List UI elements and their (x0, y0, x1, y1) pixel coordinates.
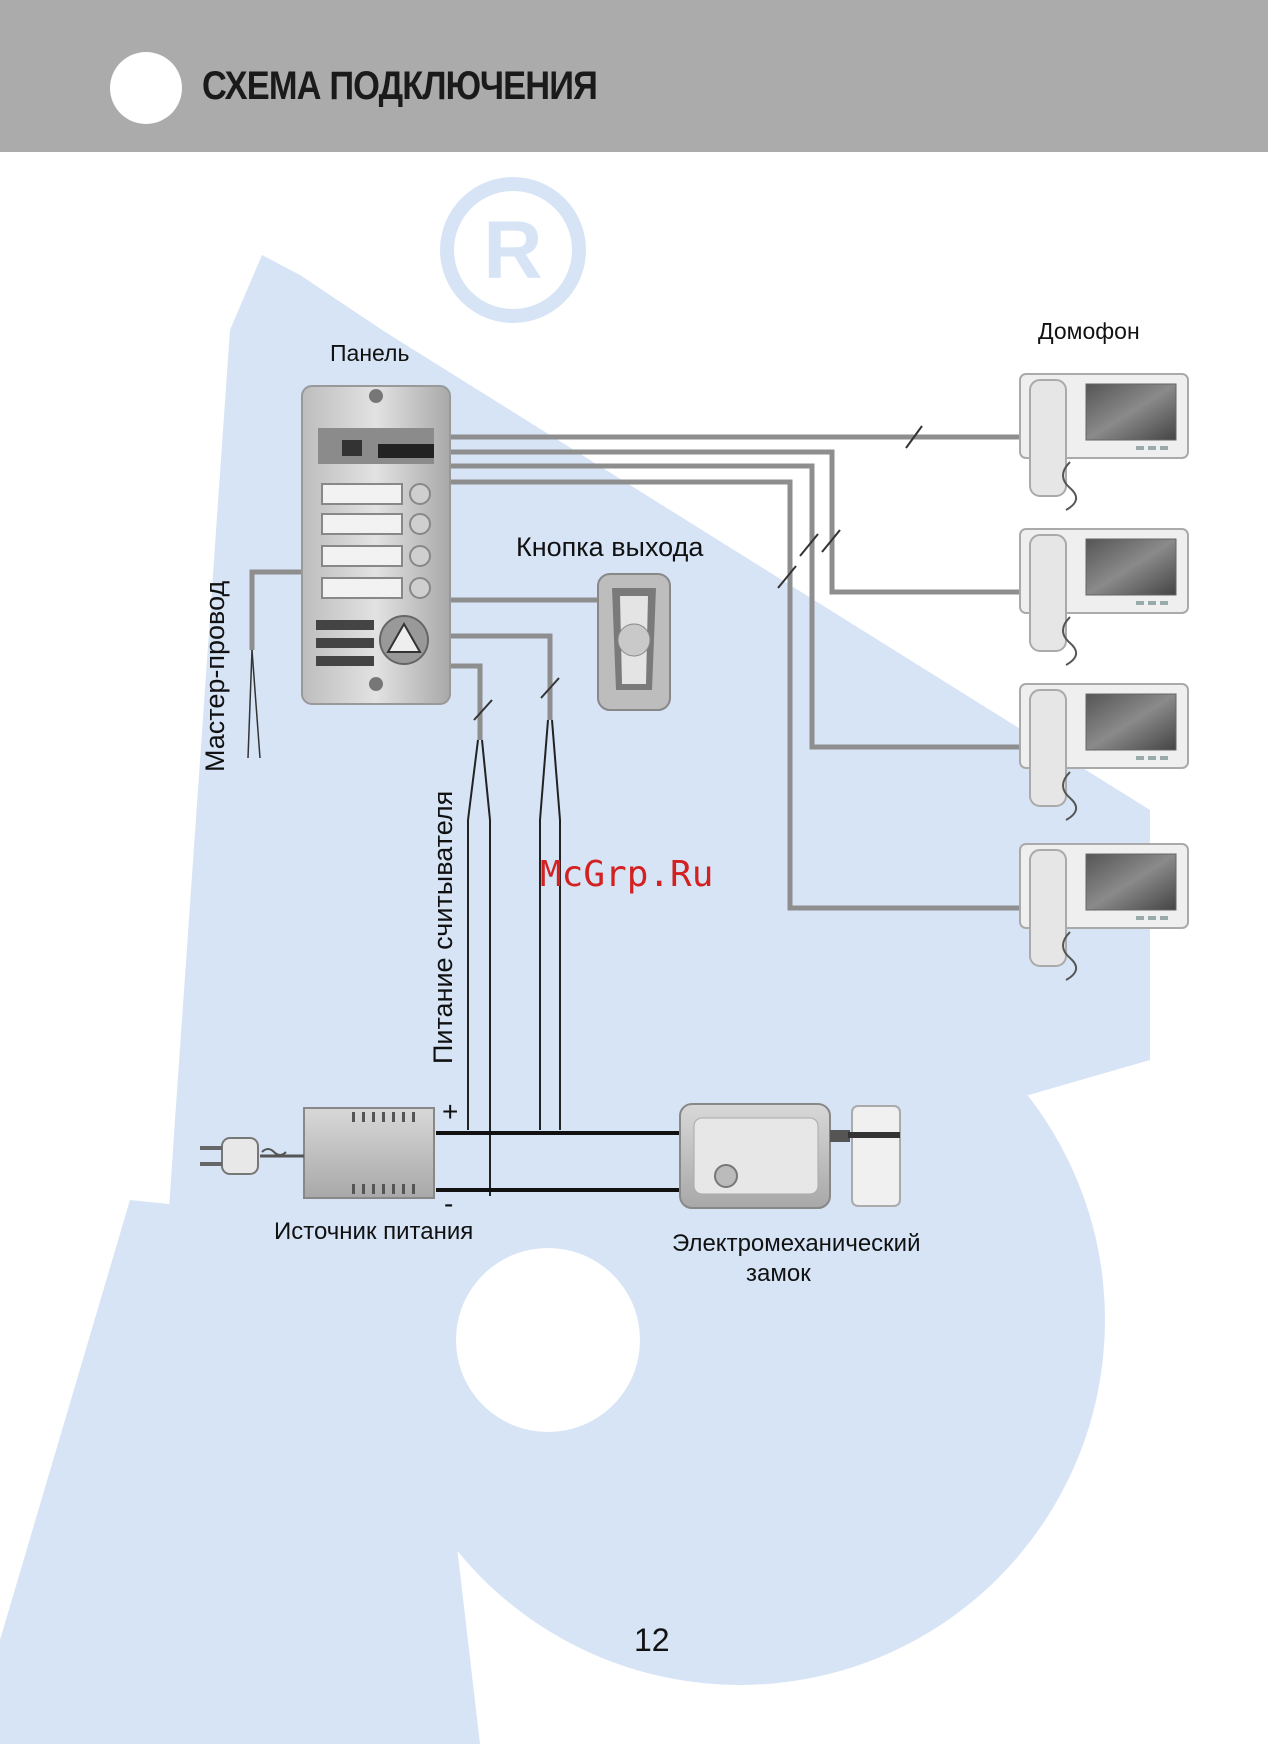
intercom-monitors (1020, 374, 1188, 980)
lock-label-line1: Электромеханический (672, 1230, 920, 1258)
background-eye-logo (0, 255, 1150, 1744)
power-supply-label: Источник питания (274, 1218, 473, 1246)
page-title: СХЕМА ПОДКЛЮЧЕНИЯ (202, 64, 597, 109)
electromechanical-lock (680, 1104, 900, 1208)
call-panel (302, 386, 450, 704)
plus-label: + (442, 1096, 458, 1128)
registered-mark-icon: R (447, 184, 579, 316)
reader-power-label: Питание считывателя (428, 791, 459, 1064)
svg-text:R: R (483, 205, 542, 296)
intercom-label: Домофон (1038, 318, 1140, 345)
page-number: 12 (634, 1622, 670, 1659)
exit-button-label: Кнопка выхода (516, 532, 703, 563)
lock-label-line2: замок (746, 1260, 811, 1288)
panel-label: Панель (330, 340, 409, 367)
exit-button-device (598, 574, 670, 710)
master-wire-label: Мастер-провод (200, 581, 231, 772)
header-circle-icon (110, 52, 182, 124)
watermark: McGrp.Ru (540, 854, 713, 895)
page-header: СХЕМА ПОДКЛЮЧЕНИЯ (0, 0, 1268, 152)
minus-label: - (444, 1188, 453, 1220)
